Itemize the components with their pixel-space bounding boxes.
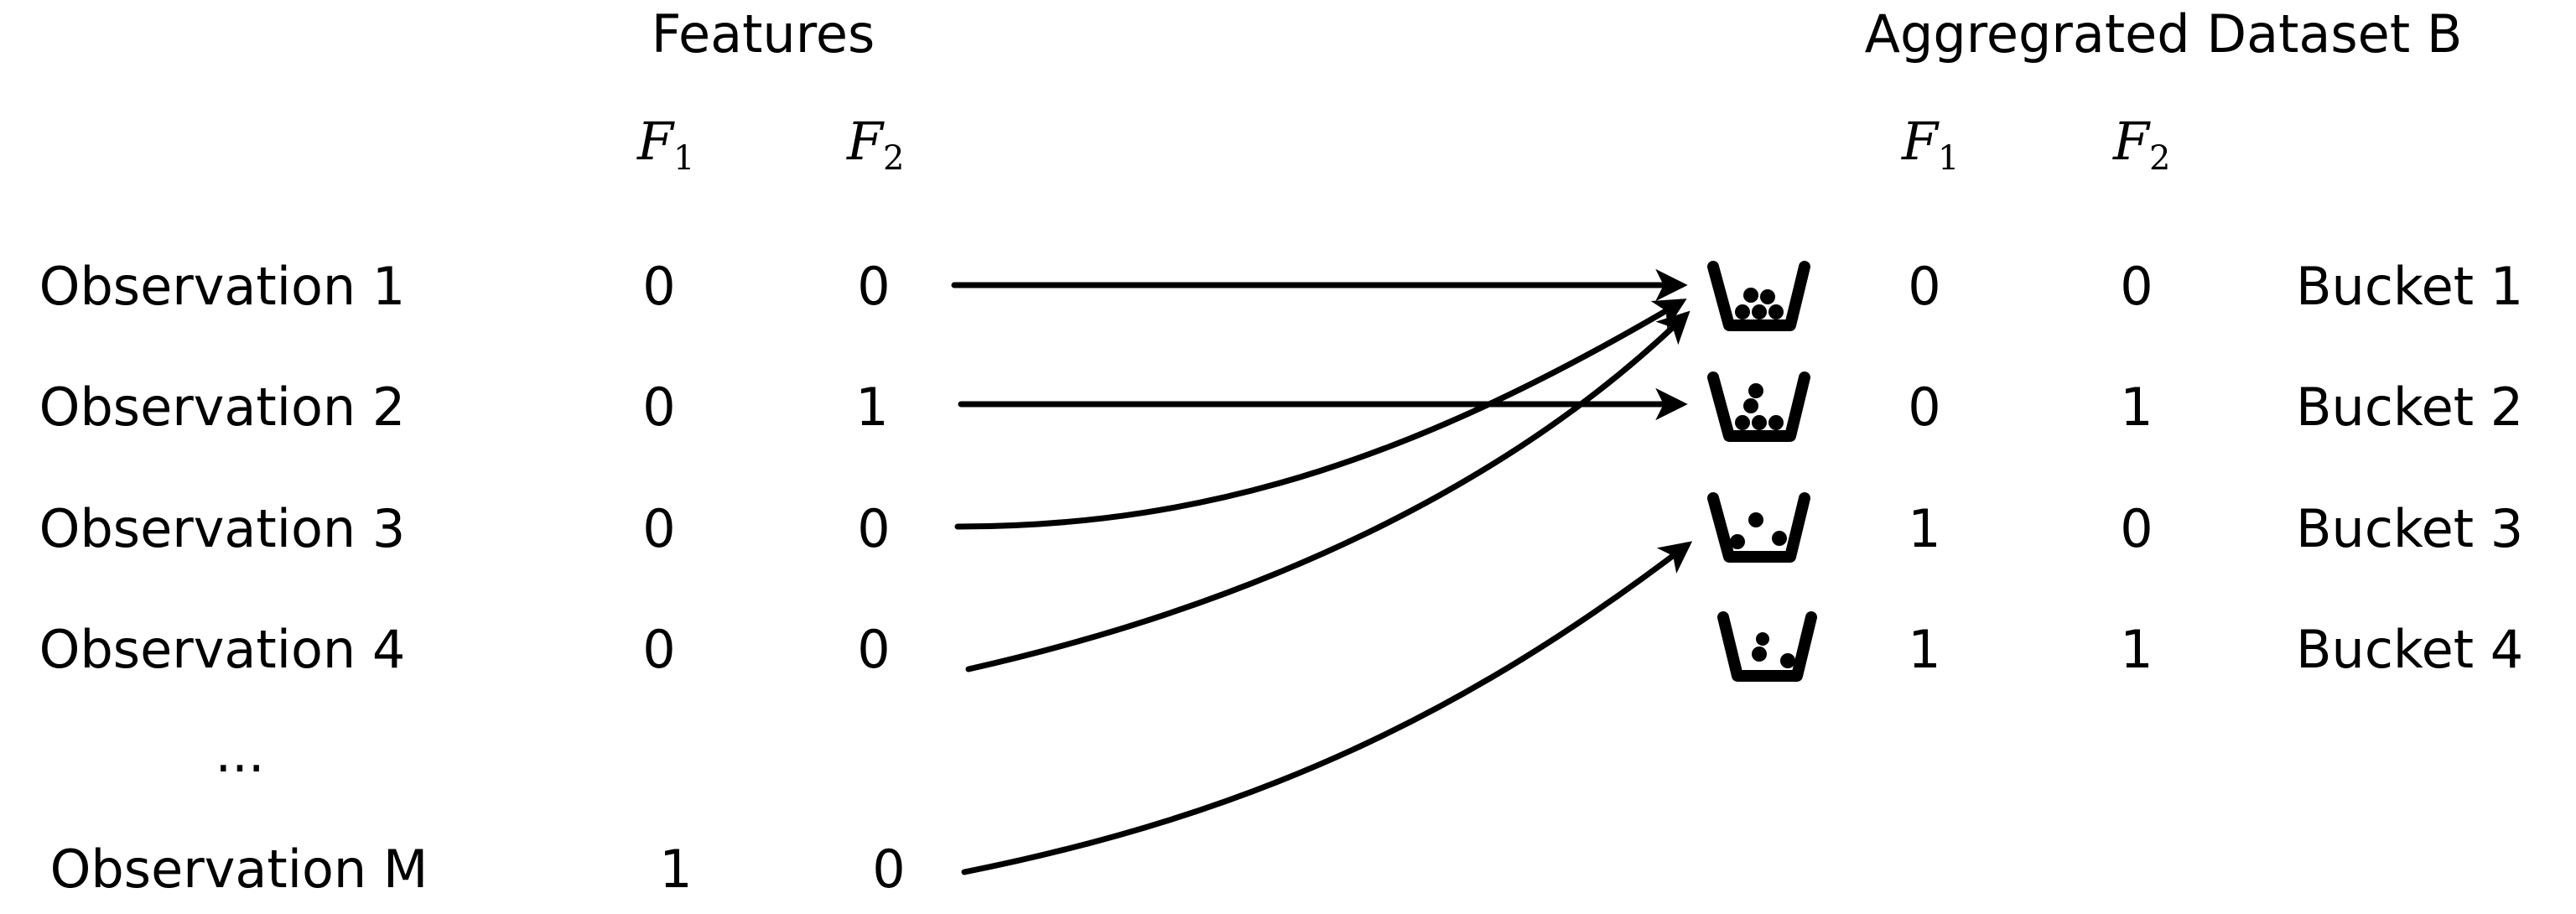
observation-f1-value: 1	[659, 839, 692, 900]
f1-symbol-base: F	[1901, 111, 1940, 172]
observation-label: Observation 2	[39, 377, 406, 438]
observation-row: Observation 4 0 0	[39, 619, 891, 680]
f1-symbol-subscript: 1	[673, 139, 694, 178]
observation-f1-value: 0	[642, 498, 675, 559]
bucket-f1-value: 0	[1908, 377, 1940, 438]
bucket-f1-value: 0	[1908, 256, 1940, 317]
mapping-arrow	[965, 310, 1690, 673]
observation-f1-value: 0	[642, 256, 675, 317]
bucket-f2-value: 1	[2120, 377, 2153, 438]
bucket-f2-value: 0	[2120, 256, 2153, 317]
observation-label: Observation M	[50, 839, 428, 900]
observation-f2-value: 0	[857, 498, 890, 559]
observation-f1-value: 0	[642, 619, 675, 680]
f1-symbol-left: F1	[636, 111, 694, 178]
ellipsis: ...	[215, 723, 264, 784]
bucket-label: Bucket 2	[2296, 377, 2523, 438]
observation-row: Observation 2 0 1	[39, 377, 889, 438]
observation-f2-value: 0	[872, 839, 905, 900]
bucket-f2-value: 0	[2120, 498, 2153, 559]
features-header: Features	[652, 3, 875, 65]
bucket-label: Bucket 4	[2296, 619, 2523, 680]
bucket-f1-value: 1	[1908, 498, 1940, 559]
aggregated-dataset-header: Aggregrated Dataset B	[1865, 3, 2463, 65]
f1-symbol-base: F	[636, 111, 675, 172]
bucket-f2-value: 1	[2120, 619, 2153, 680]
observation-f2-value: 0	[857, 256, 890, 317]
bucket-icon	[1717, 611, 1817, 682]
f1-symbol-right: F1	[1901, 111, 1959, 178]
observation-row: Observation 3 0 0	[39, 498, 891, 559]
observation-f2-value: 1	[855, 377, 888, 438]
observation-row: Observation 1 0 0	[39, 256, 891, 317]
f2-symbol-subscript: 2	[2149, 139, 2170, 178]
mapping-arrow	[954, 299, 1687, 530]
bucket-row: 1 1 Bucket 4	[1908, 619, 2523, 680]
f1-symbol-subscript: 1	[1938, 139, 1959, 178]
f2-symbol-base: F	[2112, 111, 2151, 172]
bucket-label: Bucket 3	[2296, 498, 2523, 559]
bucket-icon	[1707, 492, 1810, 563]
bucket-f1-value: 1	[1908, 619, 1940, 680]
observation-f2-value: 0	[857, 619, 890, 680]
observation-row: Observation M 1 0	[50, 839, 906, 900]
observation-label: Observation 1	[39, 256, 406, 317]
f2-symbol-left: F2	[846, 111, 904, 178]
observation-f1-value: 0	[642, 377, 675, 438]
bucket-row: 1 0 Bucket 3	[1908, 498, 2523, 559]
bucket-icon	[1707, 371, 1810, 442]
mapping-arrow	[961, 541, 1693, 875]
bucket-label: Bucket 1	[2296, 256, 2523, 317]
observation-label: Observation 3	[39, 498, 406, 559]
observation-label: Observation 4	[39, 619, 406, 680]
f2-symbol-right: F2	[2112, 111, 2170, 178]
bucket-icon	[1707, 261, 1810, 331]
bucket-row: 0 0 Bucket 1	[1908, 256, 2523, 317]
f2-symbol-subscript: 2	[883, 139, 904, 178]
bucket-row: 0 1 Bucket 2	[1908, 377, 2523, 438]
f2-symbol-base: F	[846, 111, 885, 172]
